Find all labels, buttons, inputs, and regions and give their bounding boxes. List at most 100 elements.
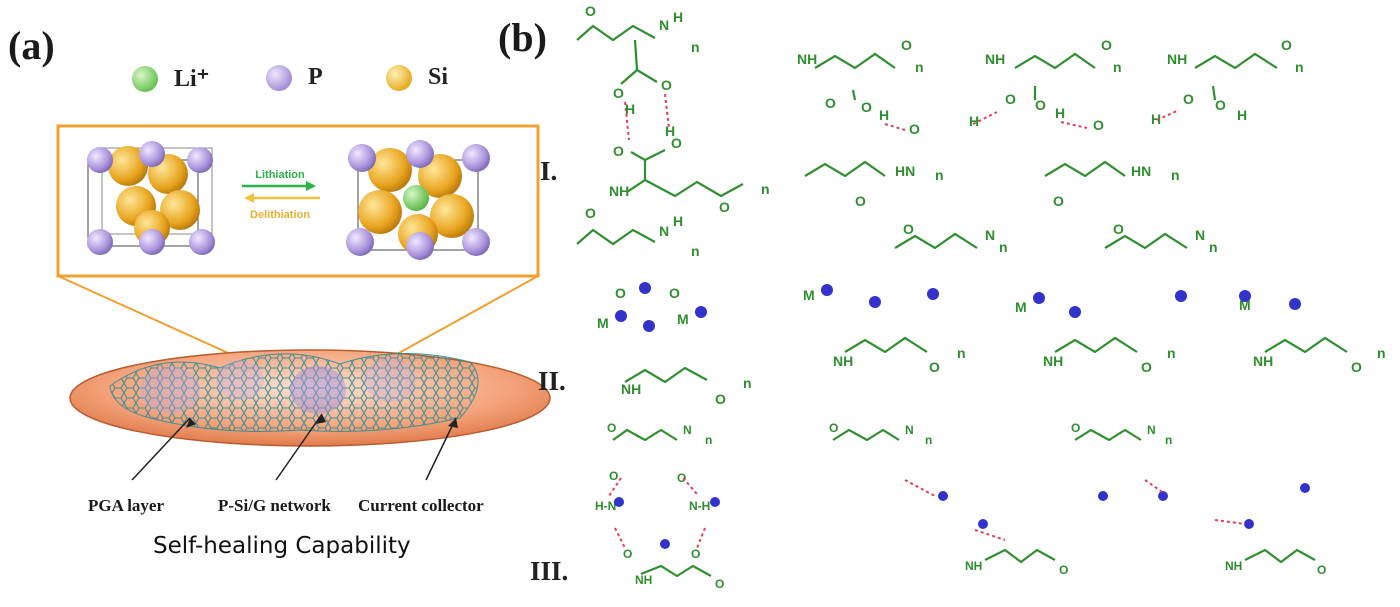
svg-text:O: O [1005,91,1016,107]
svg-text:N-H: N-H [689,499,710,513]
svg-text:N: N [985,227,995,243]
svg-text:O: O [825,95,836,111]
svg-text:O: O [613,143,624,159]
svg-text:n: n [705,433,712,447]
svg-text:O: O [929,359,940,375]
svg-text:O: O [1183,91,1194,107]
svg-text:O: O [715,391,726,407]
svg-text:n: n [691,243,700,259]
svg-text:H: H [673,9,683,25]
li-sphere-icon [132,65,158,92]
svg-text:H-N: H-N [595,499,616,513]
svg-text:H: H [1237,107,1247,123]
panel-b-label: (b) [498,15,547,60]
delithiation-label: Delithiation [250,209,310,221]
legend-li-label: Li⁺ [174,66,210,92]
svg-text:HN: HN [1131,163,1151,179]
svg-text:H: H [673,213,683,229]
svg-text:n: n [915,59,924,75]
svg-text:O: O [623,547,632,561]
svg-text:n: n [691,39,700,55]
svg-text:H: H [969,113,979,129]
svg-text:O: O [1053,193,1064,209]
svg-text:N: N [905,423,914,437]
svg-text:O: O [661,77,672,93]
svg-text:n: n [935,167,944,183]
svg-text:N: N [659,223,669,239]
svg-text:NH: NH [635,573,652,587]
row-label-1: I. [540,156,558,186]
svg-text:O: O [669,285,680,301]
legend-p: P [266,64,323,91]
svg-text:M: M [1239,297,1251,313]
legend-p-label: P [308,64,323,90]
svg-text:H: H [879,107,889,123]
svg-text:NH: NH [1167,51,1187,67]
svg-text:NH: NH [1225,559,1242,573]
svg-text:O: O [1141,359,1152,375]
svg-text:O: O [1071,421,1080,435]
svg-text:O: O [1101,37,1112,53]
callout-current-collector: Current collector [358,496,484,515]
svg-text:n: n [1113,59,1122,75]
svg-text:O: O [829,421,838,435]
svg-text:H: H [665,123,675,139]
svg-text:O: O [677,471,686,485]
svg-text:O: O [1113,221,1124,237]
panel-a-label: (a) [8,23,55,68]
svg-text:NH: NH [609,183,629,199]
svg-text:M: M [677,311,689,327]
row-label-2: II. [538,366,566,396]
svg-text:M: M [1015,299,1027,315]
svg-text:n: n [1209,239,1218,255]
svg-text:NH: NH [1253,353,1273,369]
svg-text:O: O [671,135,682,151]
svg-text:n: n [1171,167,1180,183]
svg-text:O: O [715,577,724,591]
legend-si: Si [386,64,448,91]
svg-text:NH: NH [833,353,853,369]
svg-text:O: O [719,199,730,215]
svg-text:O: O [585,3,596,19]
svg-text:O: O [1281,37,1292,53]
row-label-3: III. [530,556,569,586]
svg-text:M: M [803,287,815,303]
figure-caption: Self-healing Capability [153,533,411,559]
svg-text:n: n [1295,59,1304,75]
svg-text:H: H [1055,105,1065,121]
svg-text:O: O [1059,563,1068,577]
svg-text:N: N [683,423,692,437]
si-sphere-icon [386,64,412,91]
p-sphere-icon [266,64,292,91]
svg-text:O: O [613,85,624,101]
svg-text:O: O [585,205,596,221]
svg-text:O: O [861,99,872,115]
svg-text:HN: HN [895,163,915,179]
panel-a-illustration: Lithiation Delithiation [56,124,551,481]
svg-text:N: N [1147,423,1156,437]
svg-text:NH: NH [1043,353,1063,369]
svg-text:N: N [659,17,669,33]
svg-text:H: H [1151,111,1161,127]
svg-text:O: O [1215,97,1226,113]
svg-text:n: n [925,433,932,447]
svg-text:n: n [1167,345,1176,361]
legend-li: Li⁺ [132,64,209,93]
svg-text:M: M [597,315,609,331]
svg-text:H: H [625,101,635,117]
callout-psi-g-network: P-Si/G network [218,496,331,515]
legend-si-label: Si [428,64,449,90]
svg-text:O: O [1351,359,1362,375]
svg-text:O: O [901,37,912,53]
svg-text:O: O [903,221,914,237]
svg-text:n: n [1377,345,1386,361]
svg-text:NH: NH [985,51,1005,67]
svg-text:n: n [999,239,1008,255]
svg-text:NH: NH [797,51,817,67]
lithiation-label: Lithiation [255,169,305,181]
svg-text:n: n [957,345,966,361]
